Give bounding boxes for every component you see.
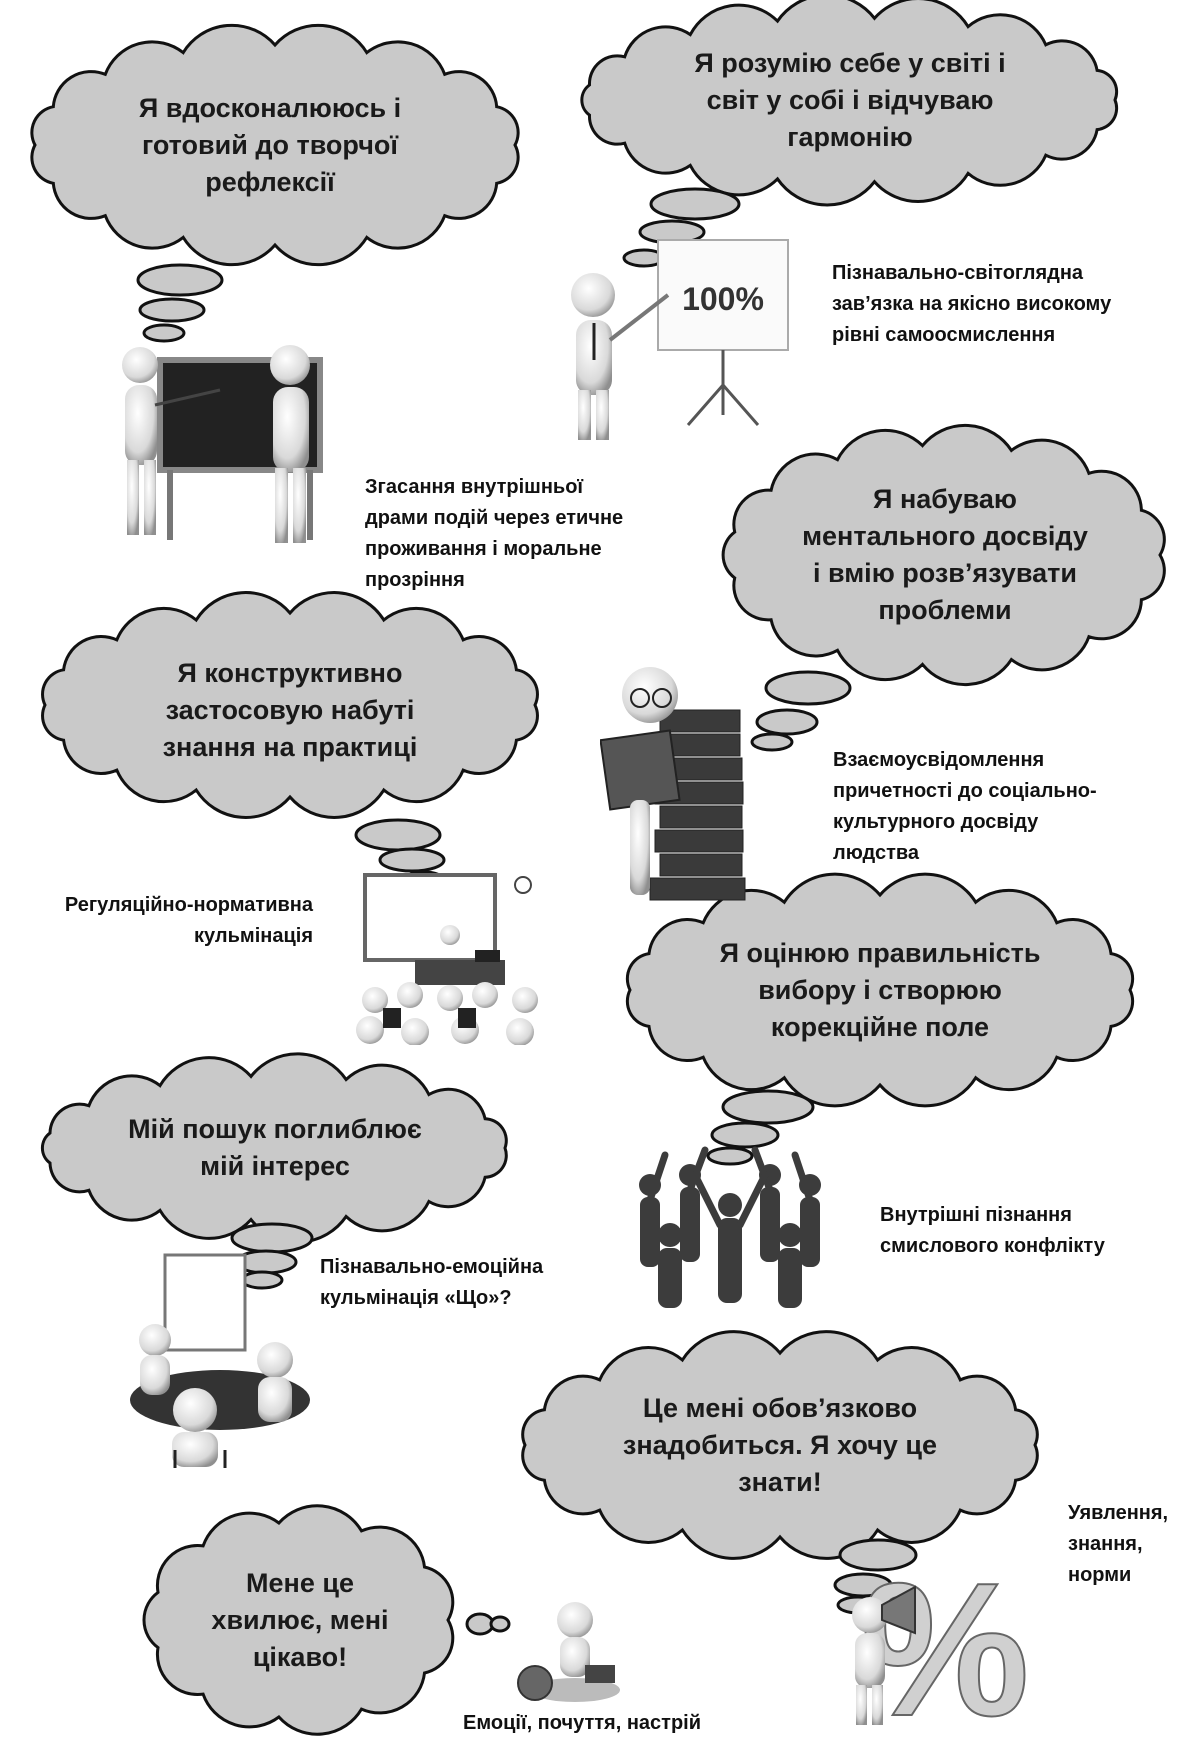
thought-bubble-cloud-7-3	[142, 323, 186, 343]
thought-bubble-cloud-4-1	[721, 1089, 815, 1125]
thought-bubble-cloud-2-1	[838, 1538, 918, 1572]
thought-bubble-cloud-6-1	[764, 670, 852, 706]
cloud-stage-1	[142, 1504, 455, 1736]
thought-stage-7: Я вдосконалююсь і готовий до творчої реф…	[138, 92, 402, 197]
thought-stage-6: Я набуваю ментального досвіду і вмію роз…	[802, 484, 1088, 625]
people-at-round-table-illustration	[130, 1253, 310, 1468]
thought-bubble-cloud-3-1	[230, 1222, 314, 1254]
board-100-percent-label: 100%	[682, 281, 764, 317]
cloud-stage-7	[30, 23, 520, 267]
cloud-stage-8	[580, 0, 1119, 207]
person-reading-on-books-illustration	[600, 667, 746, 901]
thought-bubble-cloud-1-1	[465, 1612, 495, 1636]
thought-bubble-cloud-7-2	[138, 297, 206, 323]
thought-stage-4: Я оцінюю правильність вибору і створюю к…	[719, 937, 1041, 1042]
thought-bubble-cloud-4-3	[706, 1146, 754, 1166]
two-people-at-blackboard-illustration	[122, 345, 323, 543]
thought-bubble-cloud-5-1	[354, 818, 442, 852]
caption-stage-5: Регуляційно-нормативна кульмінація	[64, 894, 313, 947]
caption-stage-7: Згасання внутрішньої драми подій через е…	[365, 476, 624, 591]
thought-bubble-cloud-6-3	[750, 732, 794, 752]
thought-stage-3: Мій пошук поглиблює мій інтерес	[128, 1114, 422, 1181]
thought-bubble-cloud-1-2	[489, 1615, 511, 1633]
thought-bubble-cloud-4-2	[710, 1121, 780, 1149]
thought-bubble-cloud-7-1	[136, 263, 224, 297]
caption-stage-8: Пізнавально-світоглядна зав’язка на якіс…	[832, 262, 1112, 346]
thought-stage-5: Я конструктивно застосовую набуті знання…	[162, 657, 418, 762]
caption-stage-3: Пізнавально-емоційна кульмінація «Що»?	[320, 1256, 544, 1309]
thought-stage-8: Я розумію себе у світі і світ у собі і в…	[694, 47, 1006, 152]
thought-bubble-cloud-8-1	[649, 187, 741, 221]
cloud-stage-5	[41, 591, 539, 819]
person-with-globe-and-laptop-illustration	[517, 1602, 620, 1702]
classroom-with-teacher-illustration	[356, 873, 538, 1045]
presenter-with-100-percent-board-illustration: 100%	[571, 239, 789, 440]
cloud-stage-3	[40, 1052, 508, 1244]
cloud-stage-6	[721, 423, 1166, 687]
cloud-stage-2	[521, 1330, 1039, 1560]
cloud-stage-4	[625, 872, 1135, 1108]
caption-stage-1: Емоції, почуття, настрій	[463, 1712, 702, 1734]
caption-stage-6: Взаємоусвідомлення причетності до соціал…	[833, 749, 1097, 864]
caption-stage-4: Внутрішні пізнання смислового конфлікту	[880, 1204, 1105, 1257]
circle-of-people-raising-hands-illustration	[639, 1146, 821, 1308]
caption-stage-2: Уявлення, знання, норми	[1068, 1502, 1169, 1586]
person-with-megaphone-and-percent-illustration: %	[852, 1545, 1030, 1730]
thought-bubble-cloud-5-2	[378, 847, 446, 873]
thought-stage-2: Це мені обов’язково знадобиться. Я хочу …	[622, 1392, 938, 1497]
percent-sign: %	[861, 1545, 1030, 1730]
thought-stage-1: Мене це хвилює, мені цікаво!	[211, 1567, 389, 1672]
thought-bubble-cloud-6-2	[755, 708, 819, 736]
